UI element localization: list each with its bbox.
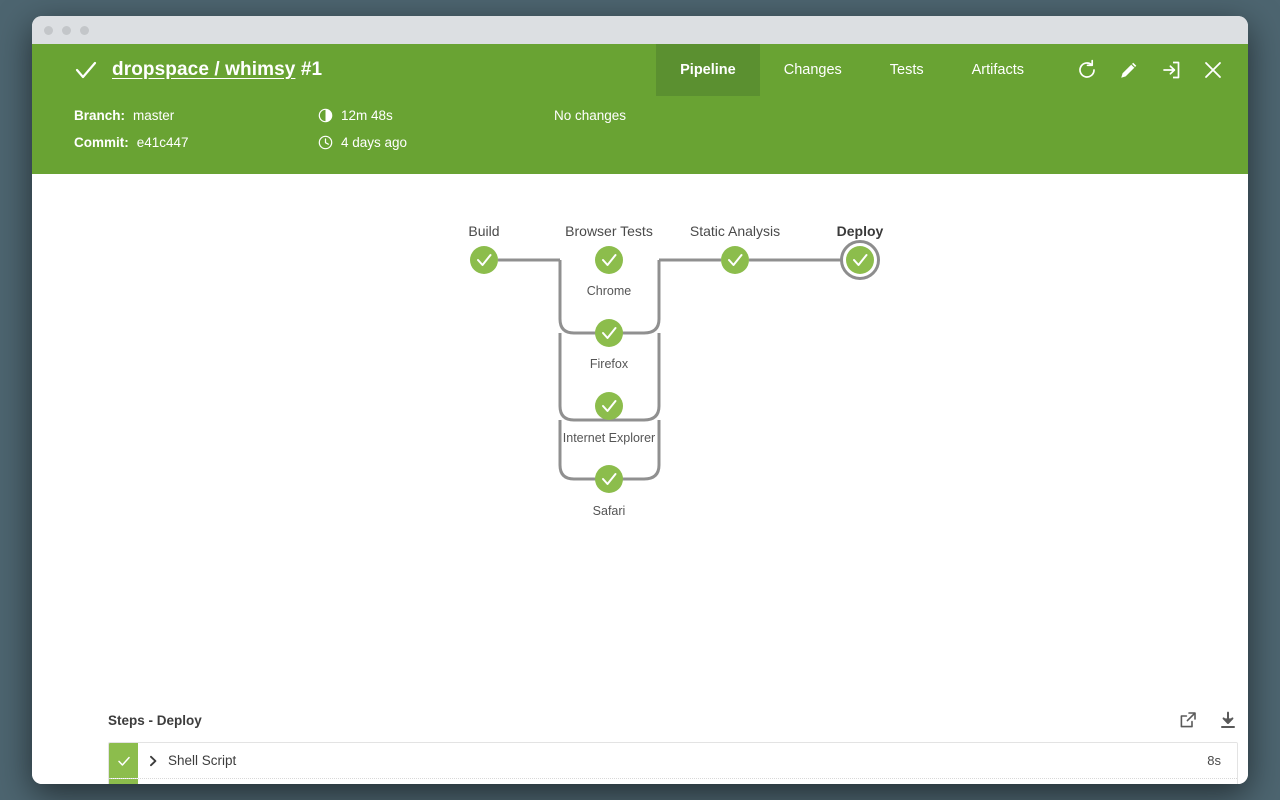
meta-commit: Commit: e41c447 — [74, 133, 318, 152]
node-label-chrome[interactable]: Chrome — [586, 284, 632, 298]
meta-column-scm: Branch: master Commit: e41c447 — [74, 106, 318, 152]
commit-value: e41c447 — [136, 135, 189, 150]
open-external-icon[interactable] — [1178, 710, 1198, 730]
download-icon[interactable] — [1218, 710, 1238, 730]
half-clock-icon — [318, 108, 333, 123]
repo-link[interactable]: dropspace / whimsy — [112, 59, 296, 80]
step-status-check-icon — [109, 743, 138, 778]
tab-pipeline[interactable]: Pipeline — [656, 44, 760, 96]
stage-label-build[interactable]: Build — [468, 223, 500, 239]
stage-label-deploy[interactable]: Deploy — [836, 223, 884, 239]
stage-label-browser-tests[interactable]: Browser Tests — [565, 223, 653, 239]
step-label: Archive artifacts — [168, 779, 1200, 784]
build-header-row: dropspace / whimsy #1 Pipeline Changes T… — [32, 44, 1248, 96]
build-number: #1 — [300, 59, 323, 80]
step-row-shell-script[interactable]: Shell Script 8s — [109, 743, 1237, 779]
build-body: Build Browser Tests Static Analysis Depl… — [32, 174, 1248, 784]
duration-value: 12m 48s — [341, 108, 393, 123]
step-duration: <1s — [1200, 779, 1237, 784]
close-dot[interactable] — [44, 25, 53, 35]
header-actions — [1048, 44, 1248, 96]
steps-header: Steps - Deploy — [108, 710, 1238, 742]
meta-branch: Branch: master — [74, 106, 318, 125]
edit-icon[interactable] — [1116, 57, 1142, 83]
stage-label-static-analysis[interactable]: Static Analysis — [689, 223, 781, 239]
branch-value: master — [133, 108, 175, 123]
branch-label: Branch: — [74, 108, 126, 123]
meta-column-changes: No changes — [554, 106, 626, 152]
chevron-right-icon[interactable] — [138, 779, 168, 784]
age-value: 4 days ago — [341, 135, 408, 150]
rerun-icon[interactable] — [1074, 57, 1100, 83]
meta-changes: No changes — [554, 106, 626, 125]
minimize-dot[interactable] — [62, 25, 71, 35]
node-label-internet-explorer[interactable]: Internet Explorer — [562, 431, 656, 445]
chevron-right-icon[interactable] — [138, 743, 168, 778]
tab-tests[interactable]: Tests — [889, 62, 924, 78]
meta-age: 4 days ago — [318, 133, 554, 152]
steps-title: Steps - Deploy — [108, 712, 202, 728]
clock-icon — [318, 135, 333, 150]
window-titlebar — [32, 16, 1248, 44]
step-duration: 8s — [1207, 753, 1221, 768]
pipeline-graph: Build Browser Tests Static Analysis Depl… — [32, 174, 1248, 518]
check-icon — [74, 58, 98, 82]
commit-label: Commit: — [74, 135, 129, 150]
tab-changes[interactable]: Changes — [783, 62, 842, 78]
changes-value: No changes — [554, 108, 627, 123]
step-label: Shell Script — [168, 753, 237, 768]
zoom-dot[interactable] — [80, 25, 89, 35]
meta-duration: 12m 48s — [318, 106, 554, 125]
page-title[interactable]: dropspace / whimsy #1 — [112, 59, 322, 81]
steps-tools — [1178, 710, 1238, 730]
node-label-firefox[interactable]: Firefox — [589, 357, 629, 371]
step-status-check-icon — [109, 779, 138, 784]
logs-icon[interactable] — [1158, 57, 1184, 83]
meta-column-time: 12m 48s 4 days ago — [318, 106, 554, 152]
tab-artifacts[interactable]: Artifacts — [971, 62, 1024, 78]
app-window: dropspace / whimsy #1 Pipeline Changes T… — [32, 16, 1248, 784]
steps-section: Steps - Deploy — [108, 710, 1238, 784]
step-row-archive-artifacts[interactable]: Archive artifacts <1s — [109, 779, 1237, 784]
build-header: dropspace / whimsy #1 Pipeline Changes T… — [32, 44, 1248, 174]
build-meta: Branch: master Commit: e41c447 — [32, 96, 1248, 174]
node-label-safari[interactable]: Safari — [592, 504, 626, 518]
header-tabs: Pipeline Changes Tests Artifacts — [656, 44, 1048, 96]
steps-list: Shell Script 8s — [108, 742, 1238, 784]
build-title-block: dropspace / whimsy #1 — [32, 44, 656, 96]
close-icon[interactable] — [1200, 57, 1226, 83]
